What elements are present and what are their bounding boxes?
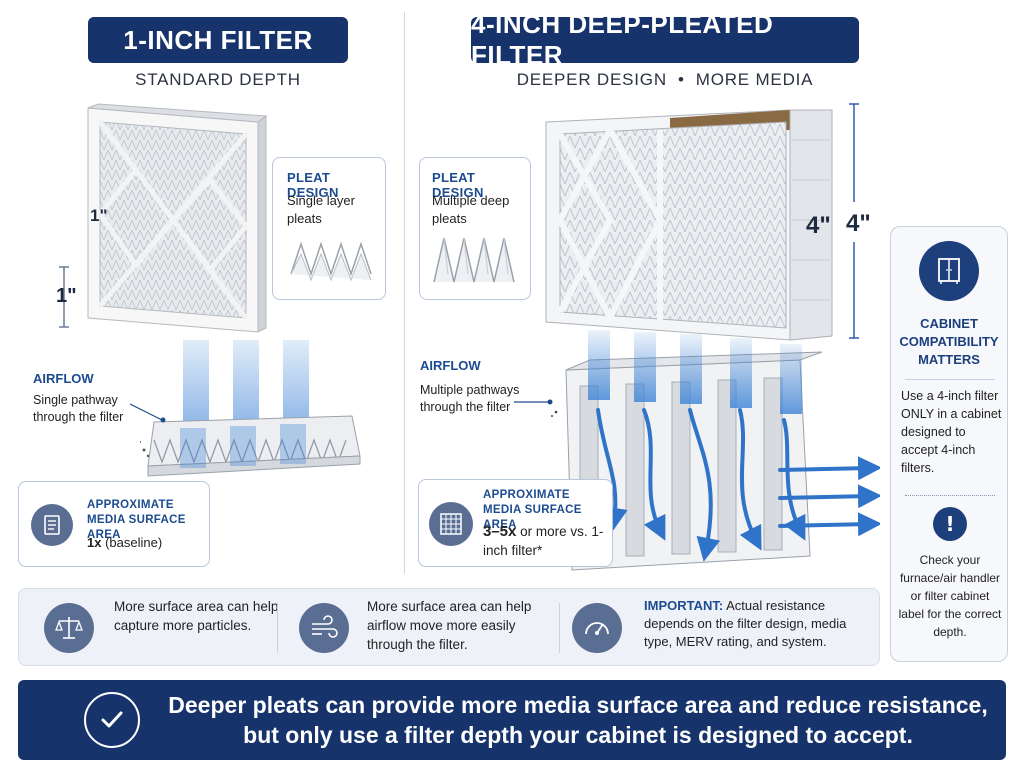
strip-important-label: IMPORTANT:	[644, 598, 724, 613]
cabinet-icon	[919, 241, 979, 301]
left-depth-bracket	[59, 266, 69, 328]
wind-icon	[299, 603, 349, 653]
right-airflow-heading: AIRFLOW	[420, 358, 481, 373]
scale-icon	[44, 603, 94, 653]
left-pleat-heading: PLEAT DESIGN	[287, 170, 339, 200]
right-airflow-text: Multiple pathways through the filter	[420, 383, 520, 414]
side-dotted-rule	[905, 495, 995, 496]
strip-divider-1	[277, 603, 278, 653]
four-inch-filter-illustration	[545, 109, 833, 341]
left-media-card: APPROXIMATE MEDIA SURFACE AREA 1x (basel…	[18, 481, 210, 567]
one-inch-filter-illustration	[87, 103, 268, 333]
left-media-value: 1x (baseline)	[87, 534, 162, 552]
left-title: 1-INCH FILTER	[88, 17, 348, 63]
left-side-dimension: 1"	[90, 206, 108, 225]
right-pleat-heading: PLEAT DESIGN	[432, 170, 484, 200]
side-heading: CABINET COMPATIBILITY MATTERS	[899, 316, 999, 367]
side-text-2: Check your furnace/air handler or filter…	[898, 553, 1002, 639]
right-pleat-text: Multiple deep pleats	[432, 193, 510, 226]
left-airflow-pointer	[129, 403, 166, 423]
right-height-bracket	[849, 103, 859, 339]
left-media-value-bold: 1x	[87, 535, 102, 550]
column-divider	[404, 12, 405, 574]
cabinet-compatibility-card: CABINET COMPATIBILITY MATTERS Use a 4-in…	[890, 226, 1008, 662]
right-media-heading: APPROXIMATE MEDIA SURFACE AREA	[483, 489, 582, 531]
strip-text-3: IMPORTANT: Actual resistance depends on …	[644, 597, 869, 651]
right-media-value-bold: 3–5x	[483, 523, 517, 540]
banner-text: Deeper pleats can provide more media sur…	[168, 690, 988, 750]
left-media-heading: APPROXIMATE MEDIA SURFACE AREA	[87, 499, 186, 541]
left-depth-dimension: 1"	[56, 285, 77, 307]
single-pleat-icon	[290, 241, 372, 282]
strip-divider-2	[559, 603, 560, 653]
right-media-value-rest: or more vs. 1-inch filter*	[483, 524, 604, 558]
right-media-card: APPROXIMATE MEDIA SURFACE AREA 3–5x or m…	[418, 479, 613, 567]
checkmark-icon	[84, 692, 140, 748]
grid-icon	[429, 502, 473, 546]
left-pleat-text: Single layer pleats	[287, 193, 355, 226]
right-media-value: 3–5x or more vs. 1-inch filter*	[483, 522, 609, 560]
left-media-value-rest: (baseline)	[105, 535, 163, 550]
banner-line-2: but only use a filter depth your cabinet…	[243, 722, 913, 748]
strip-important-text: Actual resistance depends on the filter …	[644, 598, 847, 649]
exclamation-icon: !	[933, 507, 967, 541]
right-pleat-card: PLEAT DESIGN Multiple deep pleats	[419, 157, 531, 300]
left-pleat-card: PLEAT DESIGN Single layer pleats	[272, 157, 386, 300]
bottom-banner: Deeper pleats can provide more media sur…	[18, 680, 1006, 760]
side-heading-rule	[905, 379, 995, 380]
benefits-strip: More surface area can help capture more …	[18, 588, 880, 666]
right-airflow-pointer	[514, 399, 558, 417]
document-icon	[31, 504, 73, 546]
left-airflow-heading: AIRFLOW	[33, 371, 94, 386]
left-subtitle: STANDARD DEPTH	[135, 70, 301, 89]
side-text-1: Use a 4-inch filter ONLY in a cabinet de…	[901, 389, 1002, 475]
right-subtitle: DEEPER DESIGN • MORE MEDIA	[516, 70, 814, 89]
deep-pleat-icon	[433, 237, 515, 283]
banner-line-1: Deeper pleats can provide more media sur…	[168, 692, 988, 718]
gauge-icon	[572, 603, 622, 653]
strip-text-2: More surface area can help airflow move …	[367, 599, 532, 652]
left-airflow-text: Single pathway through the filter	[33, 393, 124, 424]
left-flat-filter	[140, 415, 361, 477]
right-side-dimension: 4"	[806, 212, 831, 239]
right-height-dimension: 4"	[846, 210, 871, 237]
right-title: 4-INCH DEEP-PLEATED FILTER	[471, 9, 859, 70]
strip-text-1: More surface area can help capture more …	[114, 599, 279, 633]
